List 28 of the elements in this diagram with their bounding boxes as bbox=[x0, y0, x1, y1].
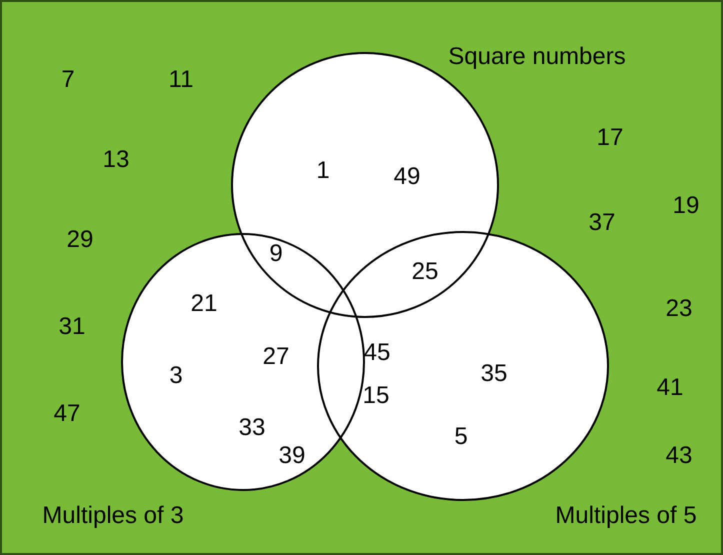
number-label: 21 bbox=[190, 292, 218, 316]
number-label: 25 bbox=[412, 260, 438, 284]
number-label: 13 bbox=[102, 148, 130, 172]
number-label: 35 bbox=[480, 362, 508, 386]
number-label: 3 bbox=[169, 364, 183, 388]
number-label: 31 bbox=[58, 315, 86, 339]
number-label: 33 bbox=[238, 416, 266, 440]
set-label: Multiples of 5 bbox=[555, 504, 697, 528]
number-label: 15 bbox=[362, 384, 390, 408]
set-label: Multiples of 3 bbox=[42, 504, 184, 528]
number-label: 19 bbox=[672, 194, 700, 218]
number-label: 43 bbox=[666, 444, 692, 468]
number-label: 1 bbox=[316, 159, 330, 183]
number-label: 45 bbox=[364, 341, 390, 365]
number-label: 29 bbox=[66, 228, 94, 252]
set-label: Square numbers bbox=[448, 45, 626, 69]
number-label: 37 bbox=[588, 211, 616, 235]
number-label: 7 bbox=[61, 68, 75, 92]
number-label: 23 bbox=[666, 297, 692, 321]
number-label: 41 bbox=[656, 376, 684, 400]
number-label: 11 bbox=[168, 68, 194, 92]
number-label: 9 bbox=[269, 242, 283, 266]
number-label: 47 bbox=[54, 402, 80, 426]
number-label: 49 bbox=[394, 165, 420, 189]
number-label: 17 bbox=[596, 126, 624, 150]
number-label: 39 bbox=[278, 444, 306, 468]
number-label: 5 bbox=[454, 425, 468, 449]
number-label: 27 bbox=[262, 345, 290, 369]
